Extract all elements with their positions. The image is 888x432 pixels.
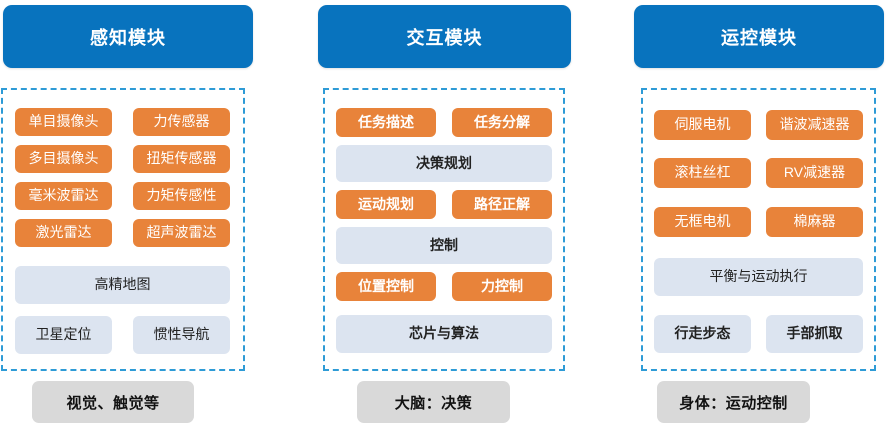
chip-mmwave-radar[interactable]: 毫米波雷达 [15, 182, 112, 210]
module-header-perception[interactable]: 感知模块 [3, 5, 253, 68]
chip-servo-motor[interactable]: 伺服电机 [654, 110, 751, 140]
chip-label: 路径正解 [474, 195, 530, 212]
module-header-interaction[interactable]: 交互模块 [318, 5, 571, 68]
chip-label: 力控制 [481, 277, 523, 294]
chip-label: 无框电机 [674, 213, 731, 230]
footer-label-perception: 视觉、触觉等 [32, 381, 194, 423]
chip-label: 力矩传感性 [146, 187, 217, 204]
chip-decision-planning[interactable]: 决策规划 [336, 145, 552, 182]
chip-label: 任务描述 [358, 113, 414, 130]
chip-label: RV减速器 [783, 164, 846, 181]
chip-roller-screw[interactable]: 滚柱丝杠 [654, 158, 751, 188]
chip-ultrasonic-radar[interactable]: 超声波雷达 [133, 219, 230, 247]
chip-monocular-camera[interactable]: 单目摄像头 [15, 108, 112, 136]
chip-frameless-motor[interactable]: 无框电机 [654, 207, 751, 237]
module-header-motion-control[interactable]: 运控模块 [634, 5, 884, 68]
chip-position-control[interactable]: 位置控制 [336, 272, 436, 301]
chip-label: 高精地图 [94, 276, 151, 293]
column-perception: 感知模块 单目摄像头 力传感器 多目摄像头 扭矩传感器 毫米波雷达 力矩传感性 … [0, 0, 300, 432]
chip-label: 伺服电机 [674, 116, 731, 133]
chip-label: 运动规划 [358, 195, 414, 212]
chip-balance-and-motion-execution[interactable]: 平衡与运动执行 [654, 258, 863, 296]
chip-label: 扭矩传感器 [146, 150, 217, 167]
chip-label: 卫星定位 [35, 326, 92, 343]
chip-hd-map[interactable]: 高精地图 [15, 266, 230, 304]
chip-label: 手部抓取 [786, 325, 843, 342]
chip-chips-and-algorithms[interactable]: 芯片与算法 [336, 315, 552, 353]
chip-label: 谐波减速器 [779, 116, 850, 133]
chip-harmonic-reducer[interactable]: 谐波减速器 [766, 110, 863, 140]
chip-motion-planning[interactable]: 运动规划 [336, 190, 436, 219]
chip-label: 惯性导航 [153, 326, 210, 343]
chip-label: 滚柱丝杠 [674, 164, 731, 181]
chip-label: 力传感器 [153, 113, 210, 130]
footer-label-interaction: 大脑：决策 [357, 381, 510, 423]
chip-control[interactable]: 控制 [336, 227, 552, 264]
chip-force-sensor[interactable]: 力传感器 [133, 108, 230, 136]
chip-label: 棉麻器 [793, 213, 836, 230]
module-header-title: 运控模块 [721, 27, 797, 48]
chip-label: 单目摄像头 [28, 113, 99, 130]
module-header-title: 感知模块 [90, 27, 166, 48]
chip-label: 控制 [430, 236, 458, 253]
chip-cotton-linen-device[interactable]: 棉麻器 [766, 207, 863, 237]
chip-hand-grasping[interactable]: 手部抓取 [766, 315, 863, 353]
chip-torque-sensor[interactable]: 扭矩传感器 [133, 145, 230, 173]
chip-label: 行走步态 [674, 325, 731, 342]
chip-task-decomposition[interactable]: 任务分解 [452, 108, 552, 137]
footer-label-text: 大脑：决策 [394, 394, 473, 412]
footer-label-motion-control: 身体：运动控制 [657, 381, 810, 423]
chip-label: 毫米波雷达 [28, 187, 99, 204]
chip-inertial-navigation[interactable]: 惯性导航 [133, 316, 230, 354]
chip-walking-gait[interactable]: 行走步态 [654, 315, 751, 353]
chip-lidar[interactable]: 激光雷达 [15, 219, 112, 247]
chip-multiview-camera[interactable]: 多目摄像头 [15, 145, 112, 173]
chip-label: 决策规划 [416, 154, 472, 171]
chip-label: 位置控制 [358, 277, 414, 294]
chip-task-description[interactable]: 任务描述 [336, 108, 436, 137]
column-interaction: 交互模块 任务描述 任务分解 决策规划 运动规划 路径正解 控制 位置控制 力控… [300, 0, 600, 432]
chip-satellite-positioning[interactable]: 卫星定位 [15, 316, 112, 354]
chip-force-control[interactable]: 力控制 [452, 272, 552, 301]
chip-path-forward-kinematics[interactable]: 路径正解 [452, 190, 552, 219]
footer-label-text: 视觉、触觉等 [66, 394, 160, 412]
column-motion-control: 运控模块 伺服电机 谐波减速器 滚柱丝杠 RV减速器 无框电机 棉麻器 平衡与运… [600, 0, 888, 432]
chip-label: 超声波雷达 [146, 224, 217, 241]
chip-rv-reducer[interactable]: RV减速器 [766, 158, 863, 188]
chip-label: 平衡与运动执行 [709, 268, 808, 285]
chip-label: 多目摄像头 [28, 150, 99, 167]
chip-torque-sensitivity[interactable]: 力矩传感性 [133, 182, 230, 210]
chip-label: 激光雷达 [35, 224, 92, 241]
chip-label: 芯片与算法 [409, 325, 479, 342]
footer-label-text: 身体：运动控制 [679, 394, 788, 412]
module-header-title: 交互模块 [406, 27, 483, 48]
chip-label: 任务分解 [474, 113, 530, 130]
